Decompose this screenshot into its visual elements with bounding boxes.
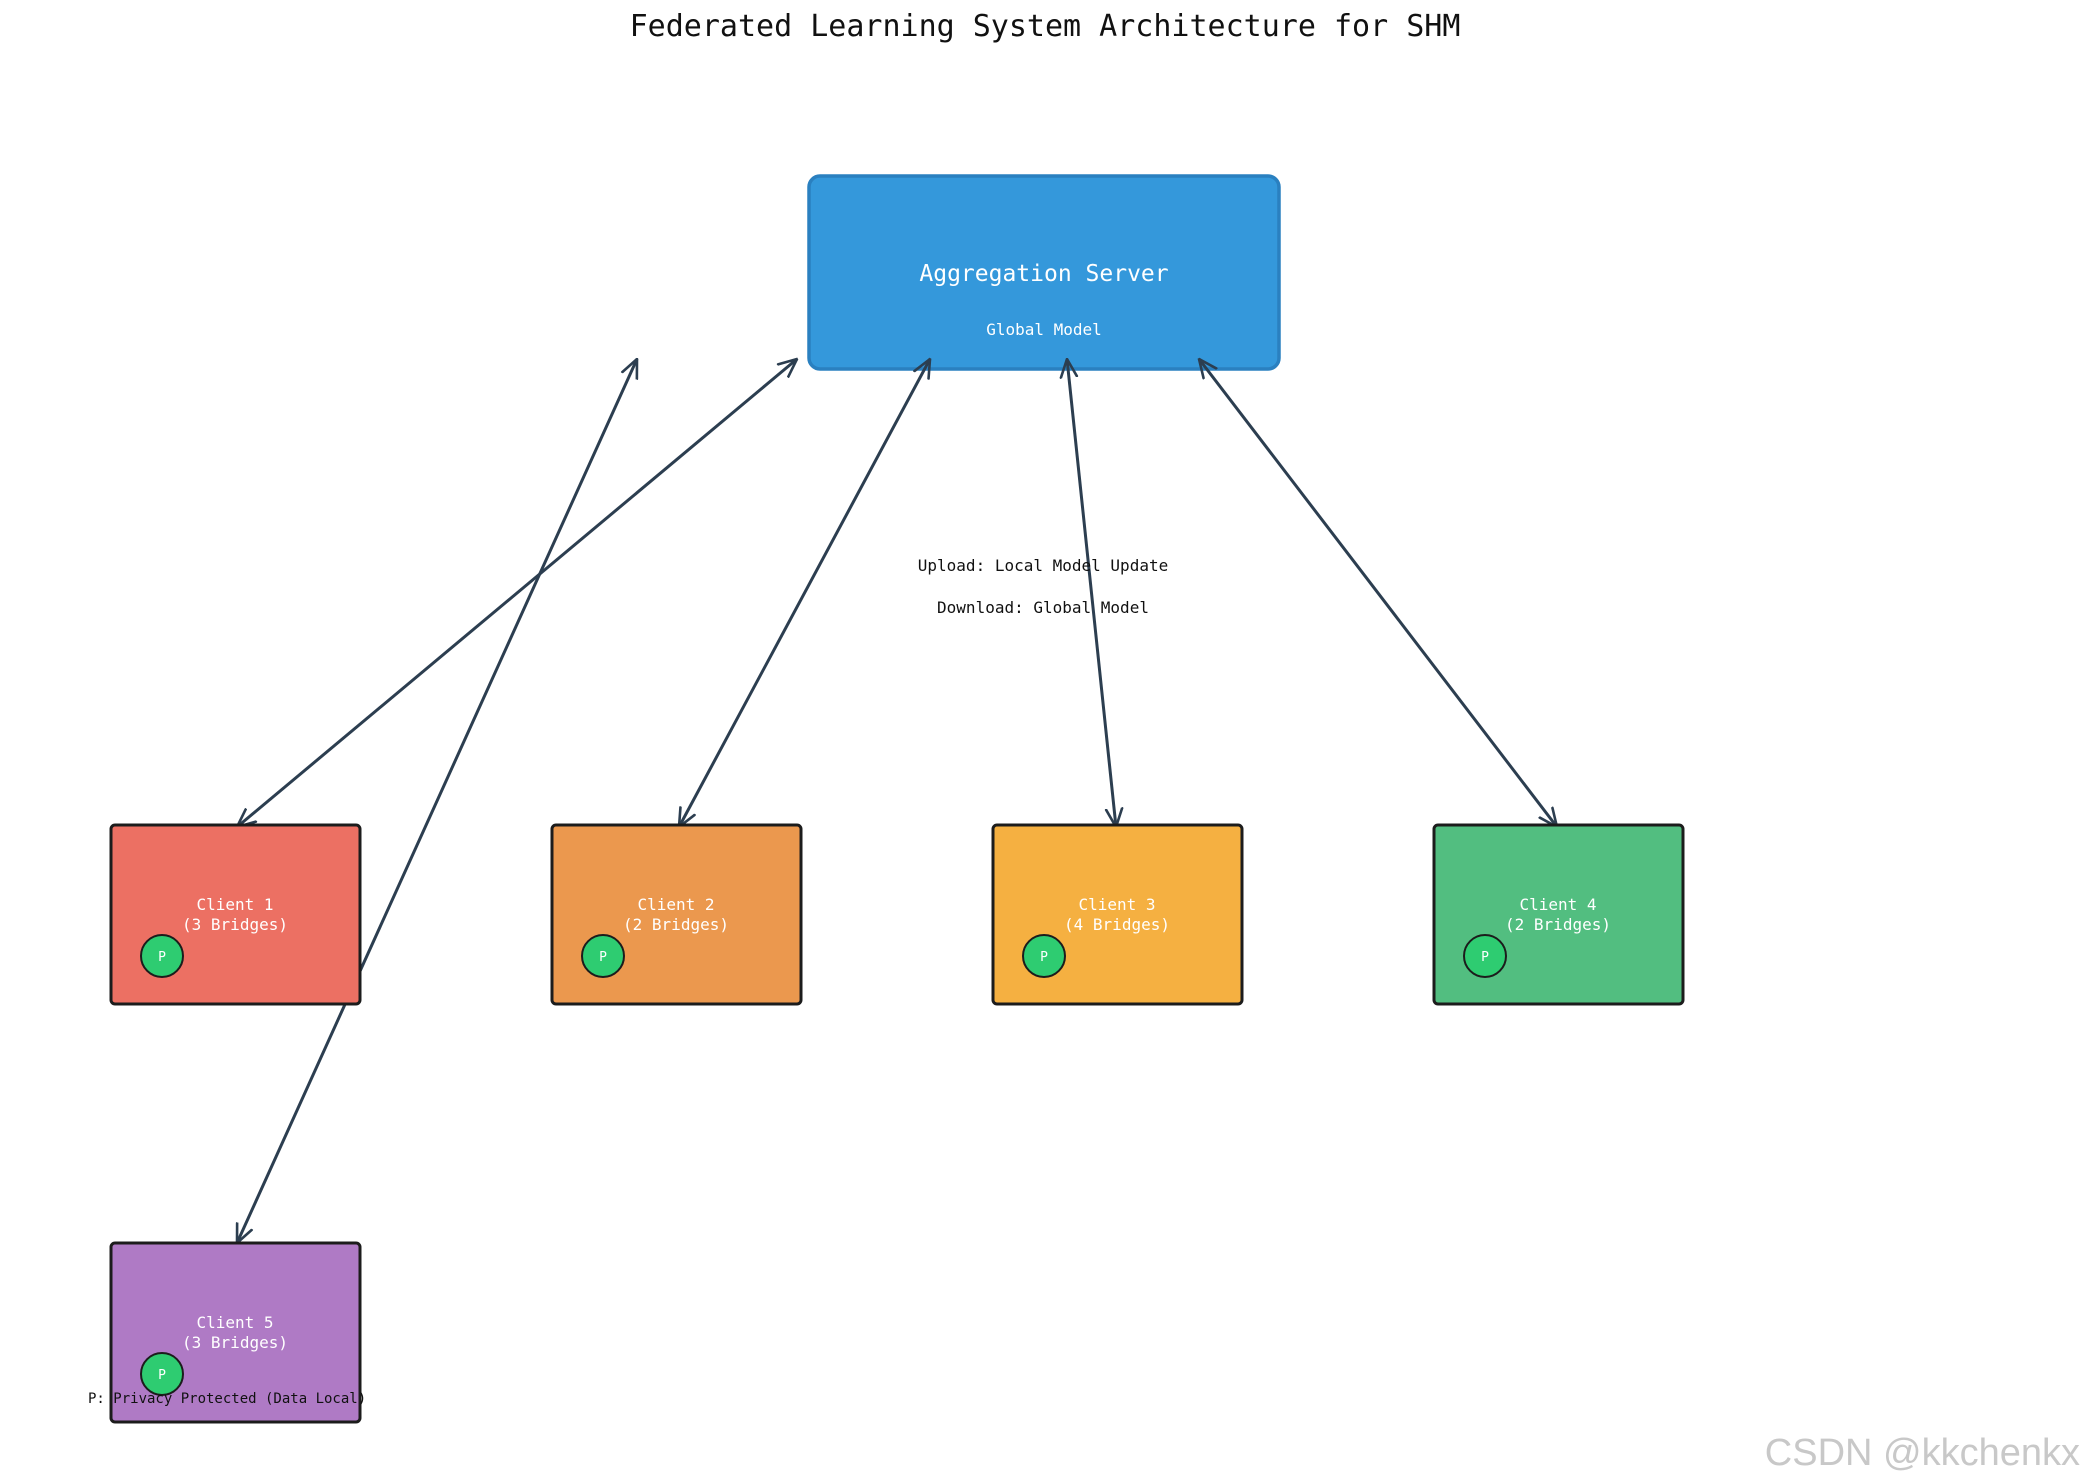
client-node-4: Client 4 (2 Bridges) P [1432,823,1685,1006]
edge-client-3-server [1067,359,1116,827]
edge-client-2-server [677,359,932,827]
edge-client-1-server [237,359,797,827]
client-node-2: Client 2 (2 Bridges) P [550,823,803,1006]
aggregation-server-node: Aggregation Server Global Model [807,174,1281,371]
client-name-2: Client 2 [637,895,714,914]
privacy-badge-1 [140,934,184,978]
client-bridges-3: (4 Bridges) [1064,915,1170,934]
diagram-title: Federated Learning System Architecture f… [630,9,1461,44]
download-note: Download: Global Model [937,598,1149,617]
privacy-badge-4 [1463,934,1507,978]
client-name-1: Client 1 [196,895,273,914]
privacy-legend: P: Privacy Protected (Data Local) [88,1391,366,1407]
client-bridges-4: (2 Bridges) [1505,915,1611,934]
privacy-badge-2 [581,934,625,978]
client-bridges-1: (3 Bridges) [182,915,288,934]
client-name-5: Client 5 [196,1313,273,1332]
client-name-3: Client 3 [1078,895,1155,914]
privacy-badge-label-4: P [1481,950,1489,965]
edge-client-5-server [235,359,639,1243]
server-subtitle: Global Model [986,320,1102,339]
client-node-5: Client 5 (3 Bridges) P [109,1241,362,1424]
watermark: CSDN @kkchenkx [1765,1432,2080,1474]
privacy-badge-label-2: P [599,950,607,965]
connection-edges [235,359,1557,1243]
upload-note: Upload: Local Model Update [918,556,1168,575]
privacy-badge-label-1: P [158,950,166,965]
client-bridges-2: (2 Bridges) [623,915,729,934]
server-box [807,174,1281,371]
client-bridges-5: (3 Bridges) [182,1333,288,1352]
privacy-badge-3 [1022,934,1066,978]
privacy-badge-label-5: P [158,1368,166,1383]
client-name-4: Client 4 [1519,895,1596,914]
privacy-badge-label-3: P [1040,950,1048,965]
server-title: Aggregation Server [919,261,1168,287]
client-node-1: Client 1 (3 Bridges) P [109,823,362,1006]
client-node-3: Client 3 (4 Bridges) P [991,823,1244,1006]
privacy-badge-5 [140,1352,184,1396]
edge-client-4-server [1199,359,1557,827]
